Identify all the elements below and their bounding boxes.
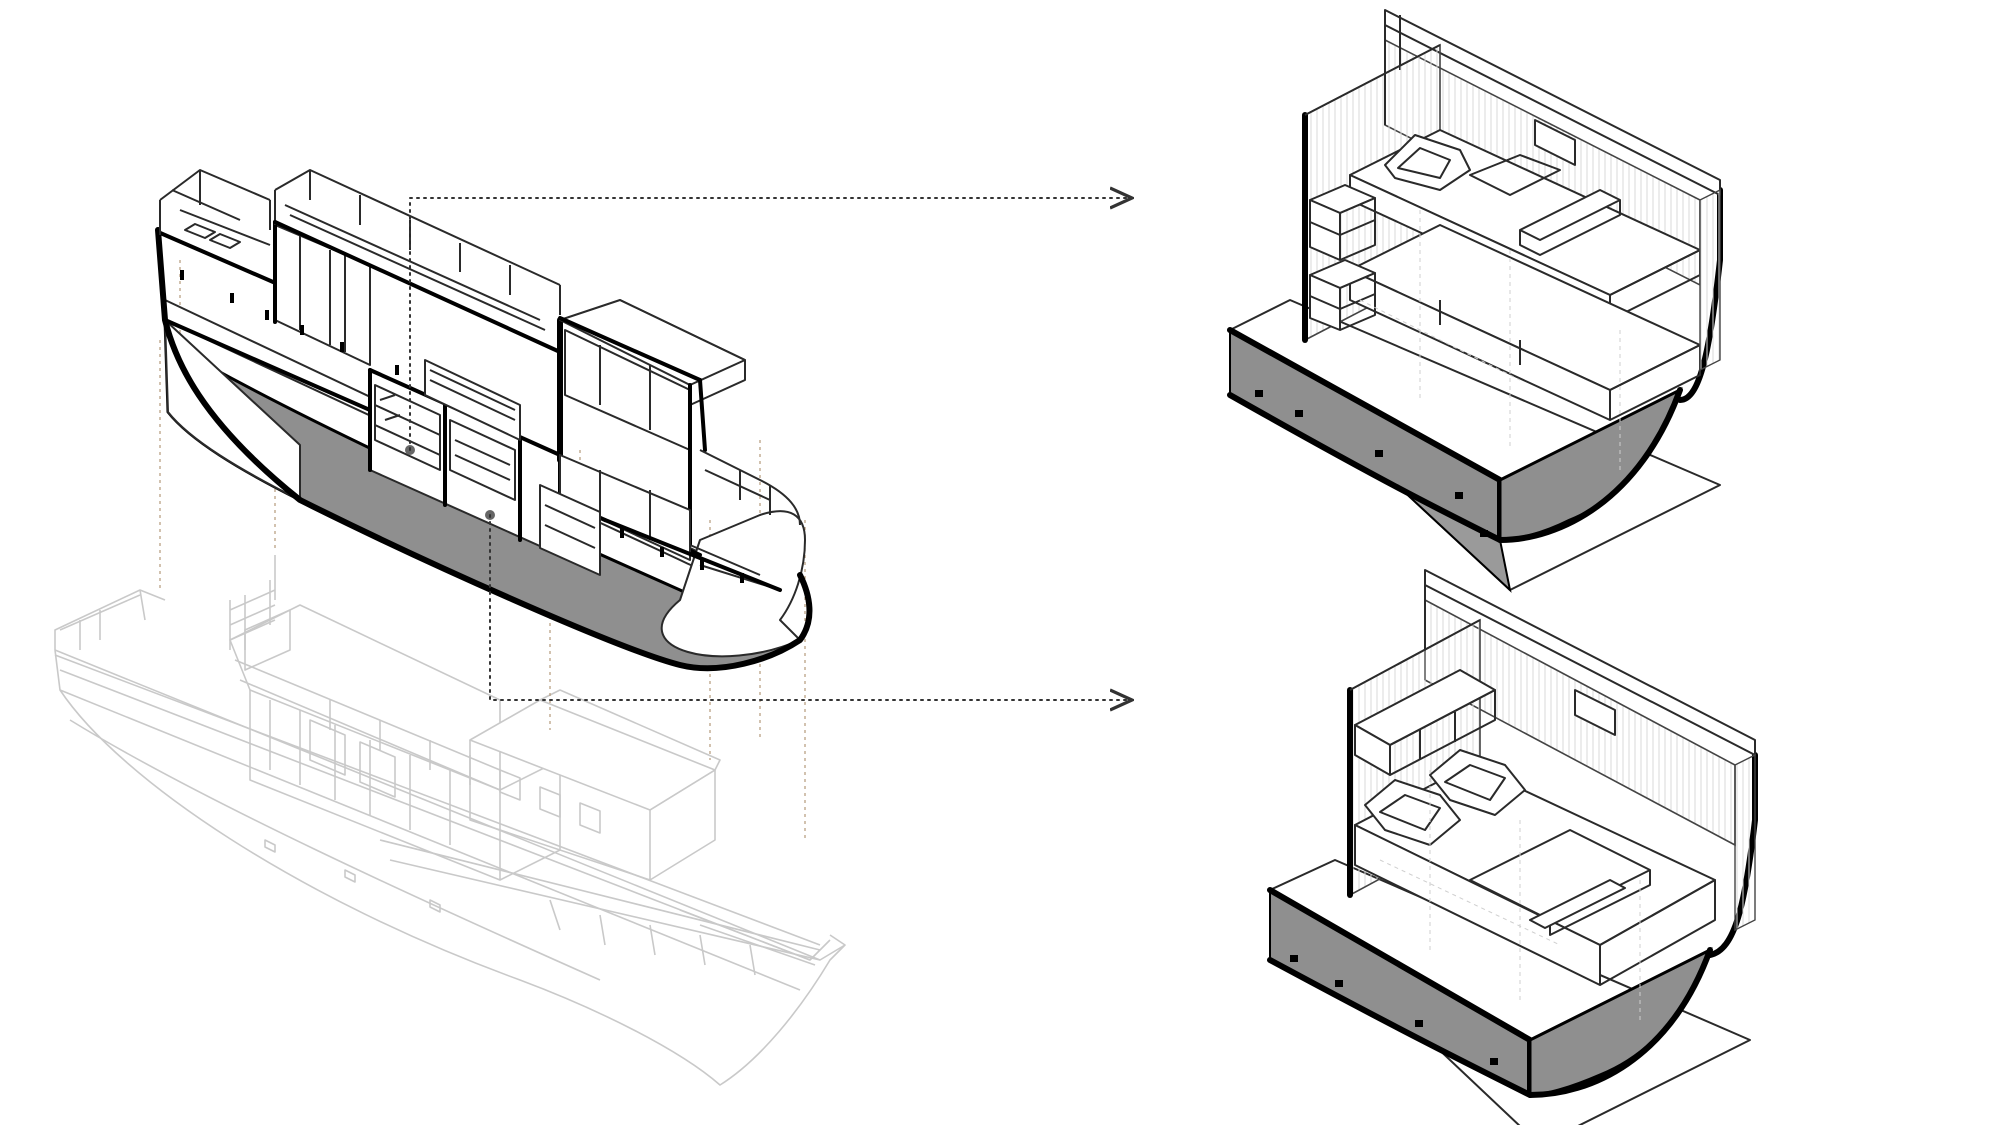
detail-double-bed-cabin <box>1267 569 1758 1125</box>
section-boat <box>155 169 813 672</box>
detail-bunk-cabin <box>1227 9 1723 593</box>
callout-leaders <box>409 198 1130 700</box>
ghost-boat-outline <box>54 555 846 1086</box>
